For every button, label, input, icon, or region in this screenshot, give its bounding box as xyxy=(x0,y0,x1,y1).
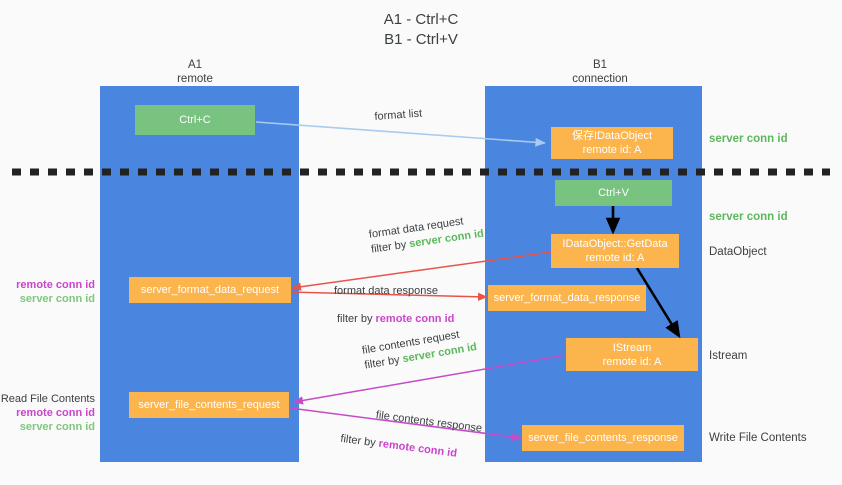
node-idataobject-getdata[interactable]: IDataObject::GetData remote id: A xyxy=(551,234,679,268)
lane-header-a1: A1 remote xyxy=(177,59,213,85)
side-note-data-object: DataObject xyxy=(709,246,767,258)
read-file-contents-label: Read File Contents xyxy=(0,393,95,405)
node-server-format-data-request[interactable]: server_format_data_request xyxy=(129,277,291,303)
page-title: A1 - Ctrl+C B1 - Ctrl+V xyxy=(383,11,459,48)
node-server-format-data-response[interactable]: server_format_data_response xyxy=(488,285,646,311)
side-note-server-conn-id-top: server conn id xyxy=(709,133,788,145)
left-note-format-conn-ids: remote conn id server conn id xyxy=(0,278,95,306)
left-note-file-conn-ids: Read File Contents remote conn id server… xyxy=(0,392,95,434)
edge-label-file-contents-request: file contents request filter by server c… xyxy=(361,325,478,373)
edge-label-format-data-request: format data request filter by server con… xyxy=(368,212,485,258)
remote-conn-id-key: remote conn id xyxy=(375,313,455,325)
lane-header-b1: B1 connection xyxy=(572,59,628,85)
side-note-istream: Istream xyxy=(709,350,748,362)
filter-prefix: filter by xyxy=(370,238,411,256)
edge-label-line2: filter by remote conn id xyxy=(337,312,454,327)
side-note-write-file-contents: Write File Contents xyxy=(709,432,807,444)
edge-label-format-data-response: format data response filter by remote co… xyxy=(334,284,454,327)
remote-conn-id-label: remote conn id xyxy=(16,279,95,291)
remote-conn-id-label: remote conn id xyxy=(16,407,95,419)
edge-label-format-list: format list xyxy=(374,107,423,123)
node-ctrl-v[interactable]: Ctrl+V xyxy=(555,180,672,206)
server-conn-id-label: server conn id xyxy=(19,293,95,305)
node-ctrl-c[interactable]: Ctrl+C xyxy=(135,105,255,135)
edge-label-line2: filter by remote conn id xyxy=(339,432,479,465)
edge-label-line1: file contents response xyxy=(375,409,483,435)
server-conn-id-label: server conn id xyxy=(19,421,95,433)
edge-label-line1: format data response xyxy=(334,285,438,297)
remote-conn-id-key: remote conn id xyxy=(377,437,458,460)
filter-prefix: filter by xyxy=(337,313,376,325)
side-note-server-conn-id-mid: server conn id xyxy=(709,211,788,223)
node-server-file-contents-request[interactable]: server_file_contents_request xyxy=(129,392,289,418)
node-istream[interactable]: IStream remote id: A xyxy=(566,338,698,371)
filter-prefix: filter by xyxy=(339,432,380,450)
node-save-idataobject[interactable]: 保存IDataObject remote id: A xyxy=(551,127,673,159)
node-server-file-contents-response[interactable]: server_file_contents_response xyxy=(522,425,684,451)
edge-label-file-contents-response: file contents response filter by remote … xyxy=(339,404,483,465)
